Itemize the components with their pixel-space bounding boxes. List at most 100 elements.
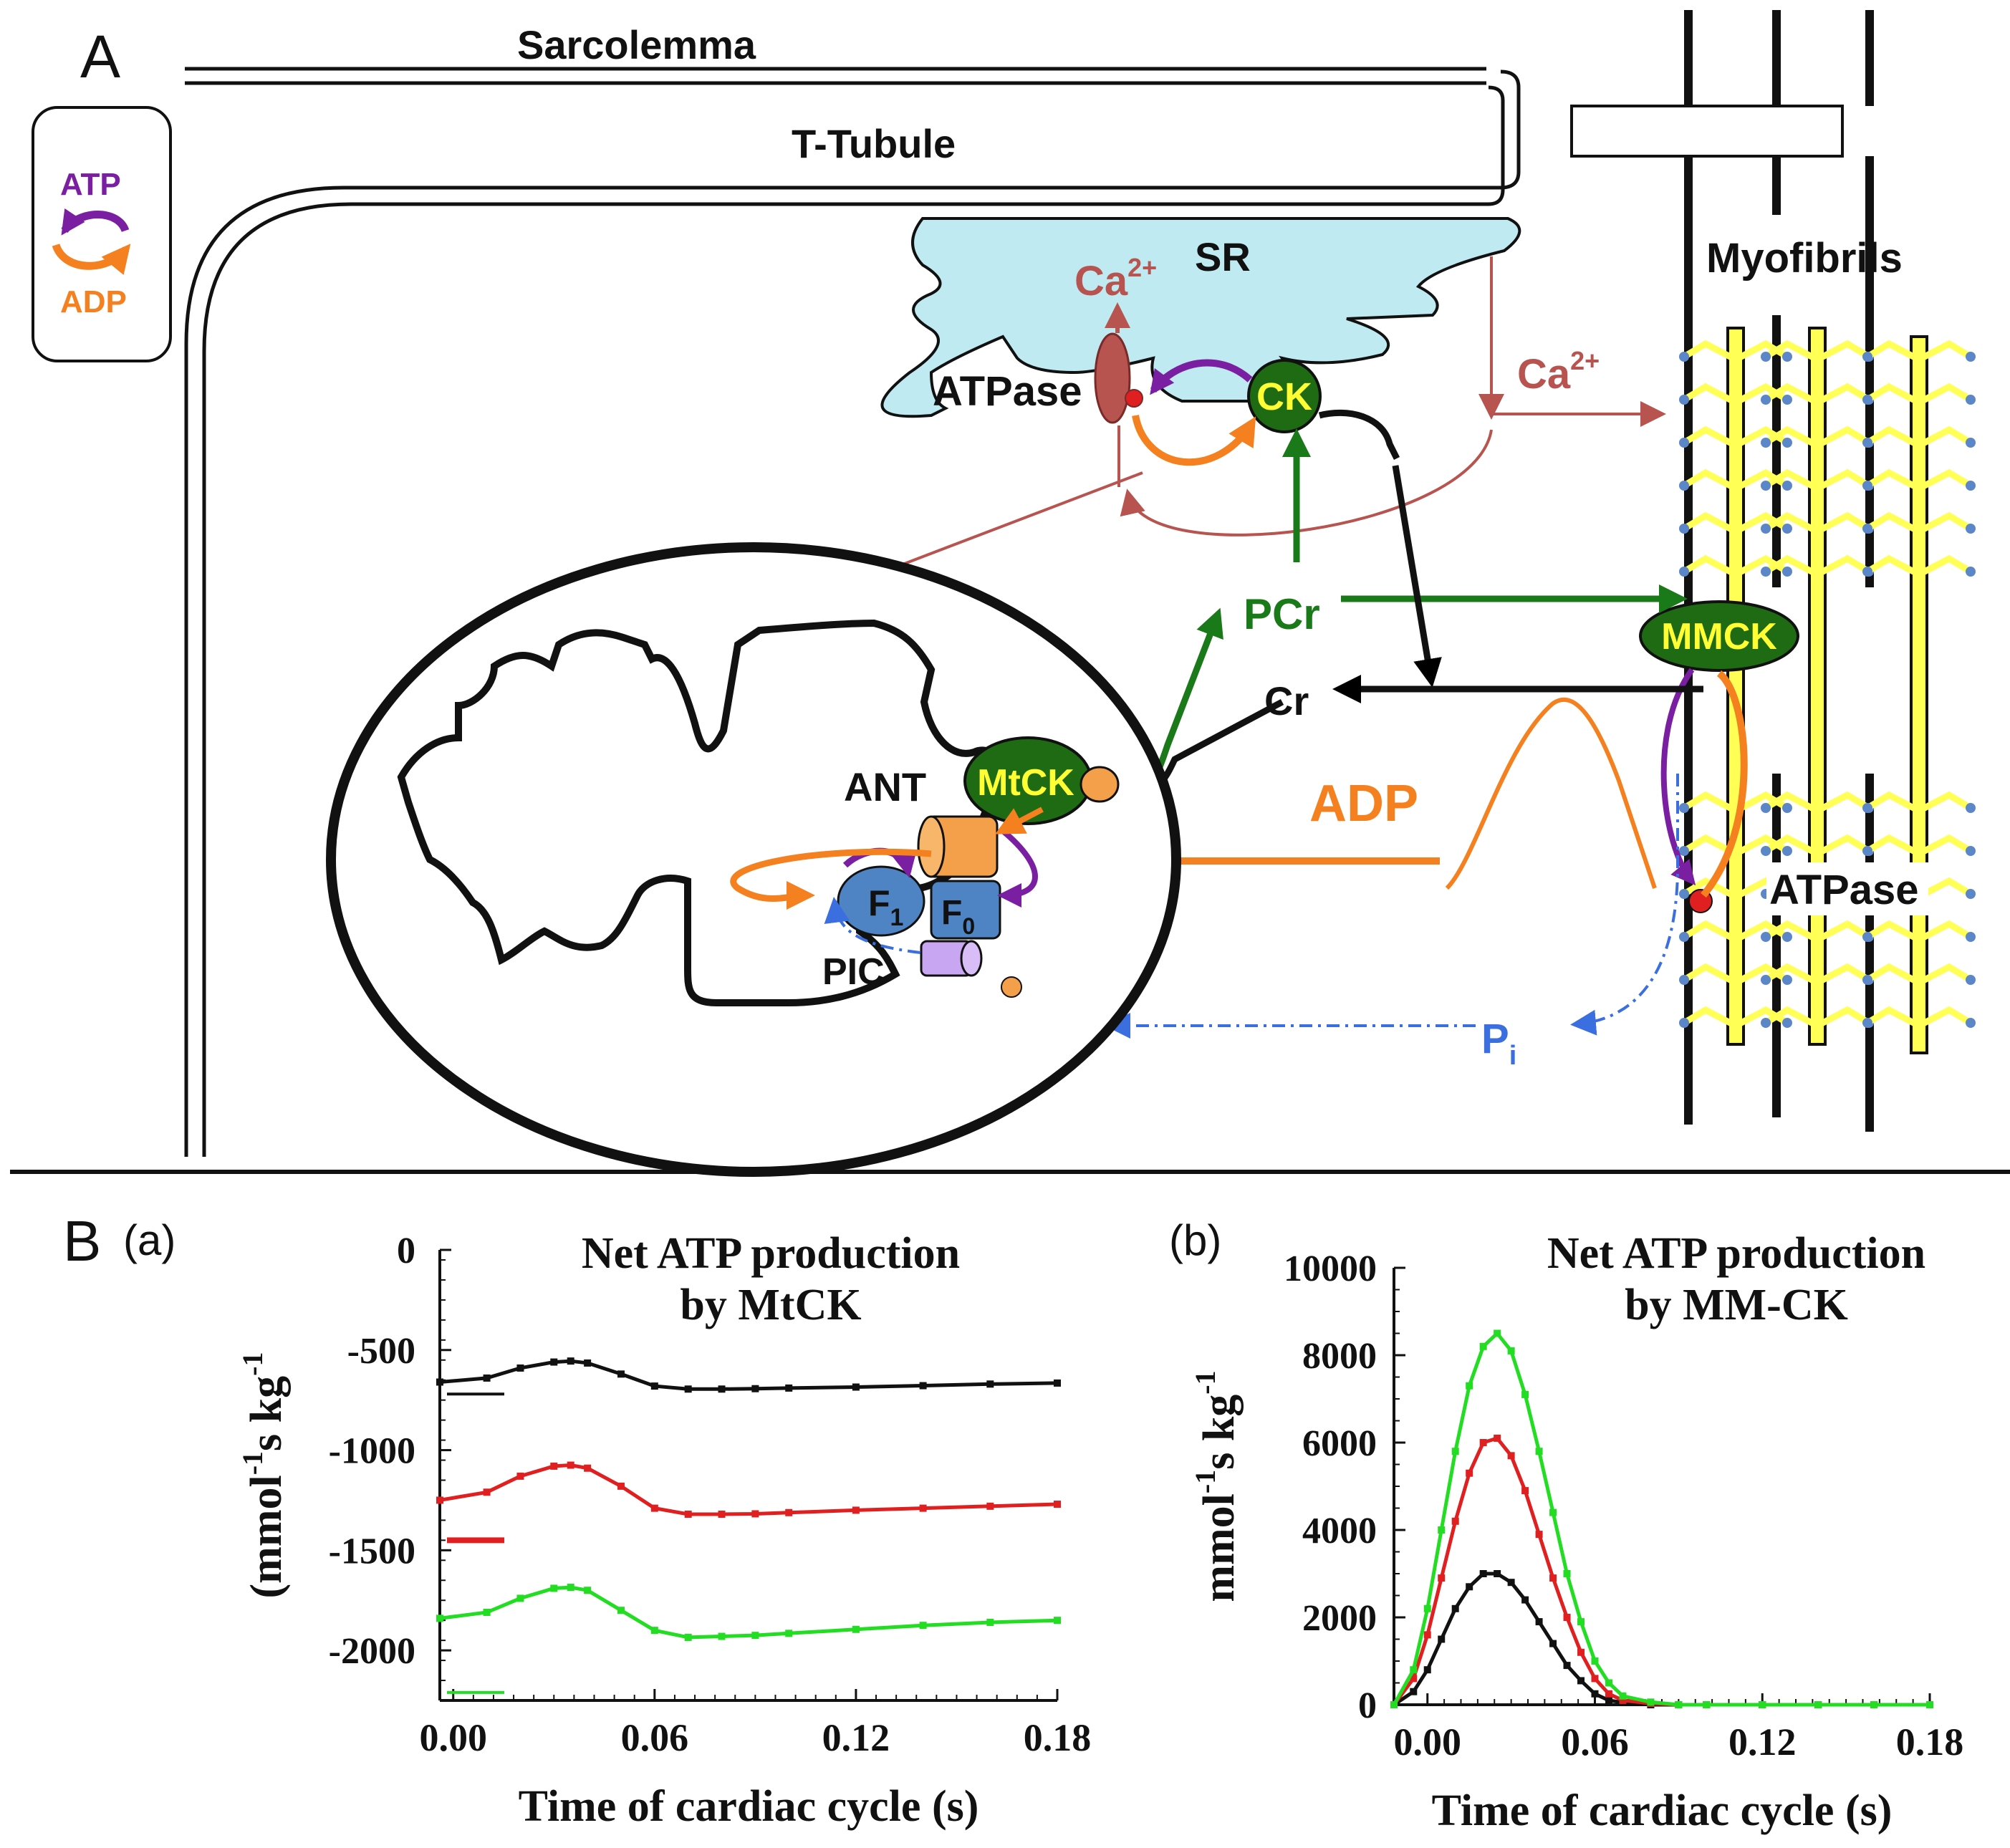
series-point <box>584 1587 592 1594</box>
myosin-head-dot <box>1966 524 1976 534</box>
myofibrils-label: Myofibrils <box>1706 235 1903 281</box>
myosin-head-dot <box>1782 846 1792 856</box>
mtck-porin <box>1079 766 1120 803</box>
series-point <box>1466 1469 1473 1477</box>
series-point <box>1507 1452 1515 1460</box>
series-point <box>1494 1329 1501 1337</box>
series-point <box>483 1608 491 1616</box>
myosin-head-dot <box>1966 438 1976 448</box>
myosin-head <box>1865 340 1921 362</box>
pic-porin <box>1001 976 1022 998</box>
x-tick-label: 0.00 <box>1394 1721 1462 1763</box>
myosin-head <box>1682 340 1738 362</box>
myosin-head <box>1764 382 1819 405</box>
myosin-head <box>1917 382 1973 405</box>
series-point <box>436 1496 443 1504</box>
series-point <box>1479 1342 1487 1350</box>
series-point <box>617 1482 625 1490</box>
series-point <box>584 1464 592 1472</box>
series-point <box>483 1374 491 1382</box>
myosin-head <box>1733 340 1789 362</box>
series-point <box>986 1380 994 1388</box>
series-point <box>567 1357 574 1365</box>
myosin-head-dot <box>1782 567 1792 577</box>
f0-subunit <box>930 880 1001 940</box>
series-point <box>1390 1701 1398 1708</box>
y-tick-label: 8000 <box>1302 1336 1377 1377</box>
y-tick-label: 4000 <box>1302 1511 1377 1551</box>
sr-atpase-pump <box>1094 332 1131 424</box>
pic-label: PIC <box>822 951 885 993</box>
legend-adp-arrow <box>52 243 131 275</box>
myosin-head-dot <box>1761 481 1771 491</box>
myosin-head-dot <box>1761 438 1771 448</box>
myosin-head <box>1917 877 1973 900</box>
series-point <box>1535 1618 1543 1626</box>
mmck-adp-arrow <box>1701 670 1748 898</box>
series-point <box>1870 1701 1878 1708</box>
myosin-head <box>1815 963 1871 986</box>
series-point <box>1479 1439 1487 1446</box>
series-point <box>785 1508 793 1516</box>
myosin-head <box>1815 834 1871 857</box>
myosin-heads <box>1679 340 1976 1029</box>
mmck-enzyme <box>1639 600 1799 672</box>
myosin-head-dot <box>1862 438 1872 448</box>
myosin-head-dot <box>1966 1018 1976 1028</box>
series-point <box>684 1511 692 1519</box>
myosin-head <box>1764 425 1819 448</box>
myosin-head <box>1764 963 1819 986</box>
myosin-head <box>1865 554 1921 577</box>
myosin-head-dot <box>1761 567 1771 577</box>
myosin-head-dot <box>1761 352 1771 362</box>
series-point <box>1494 1434 1501 1442</box>
myosin-head <box>1865 920 1921 943</box>
y-tick-label: -500 <box>347 1331 415 1372</box>
series-point <box>1466 1382 1473 1390</box>
y-tick-label: 10000 <box>1284 1248 1377 1289</box>
mtck-label: MtCK <box>977 762 1074 804</box>
series-point <box>718 1385 726 1393</box>
myosin-head-dot <box>1862 975 1872 985</box>
myosin-head <box>1733 834 1789 857</box>
series-line <box>439 1359 1058 1391</box>
f1-label: F1 <box>868 883 903 931</box>
myosin-head-dot <box>1761 1018 1771 1028</box>
myosin-head <box>1682 1006 1738 1029</box>
sr-adp-arrow <box>1132 414 1256 466</box>
myosin-head <box>1917 834 1973 857</box>
ca-release-label: Ca2+ <box>1074 253 1157 304</box>
myosin-head <box>1764 791 1819 814</box>
myosin-head-dot <box>1679 889 1689 899</box>
y-tick-label: -1500 <box>329 1531 415 1572</box>
series-point <box>1410 1666 1418 1674</box>
series-point <box>852 1625 860 1633</box>
series-point <box>1675 1701 1683 1708</box>
ant-atp-out-arrow <box>997 828 1038 908</box>
myosin-head-dot <box>1679 846 1689 856</box>
myosin-head-dot <box>1782 352 1792 362</box>
myosin-head-dot <box>1782 524 1792 534</box>
series-point <box>1466 1583 1473 1591</box>
series-point <box>550 1358 558 1366</box>
sarcolemma-label: Sarcolemma <box>517 22 756 67</box>
myosin-head <box>1682 834 1738 857</box>
series-line <box>439 1463 1058 1516</box>
legend-adp-label: ADP <box>60 284 127 319</box>
series-point <box>919 1382 927 1390</box>
atpase-label-bg <box>1766 862 1928 915</box>
myosin-head <box>1917 920 1973 943</box>
x-tick-label: 0.18 <box>1024 1716 1092 1759</box>
myosin-head-dot <box>1761 803 1771 813</box>
myosin-head <box>1682 382 1738 405</box>
legend-atp-adp: ATP ADP <box>32 106 172 362</box>
myosin-head <box>1815 425 1871 448</box>
myosin-head-dot <box>1862 1018 1872 1028</box>
series-point <box>1926 1701 1933 1708</box>
myosin-head <box>1917 791 1973 814</box>
series-point <box>483 1488 491 1496</box>
myosin-head-dot <box>1966 481 1976 491</box>
series-point <box>684 1385 692 1393</box>
series-point <box>986 1502 994 1510</box>
myosin-head <box>1682 554 1738 577</box>
